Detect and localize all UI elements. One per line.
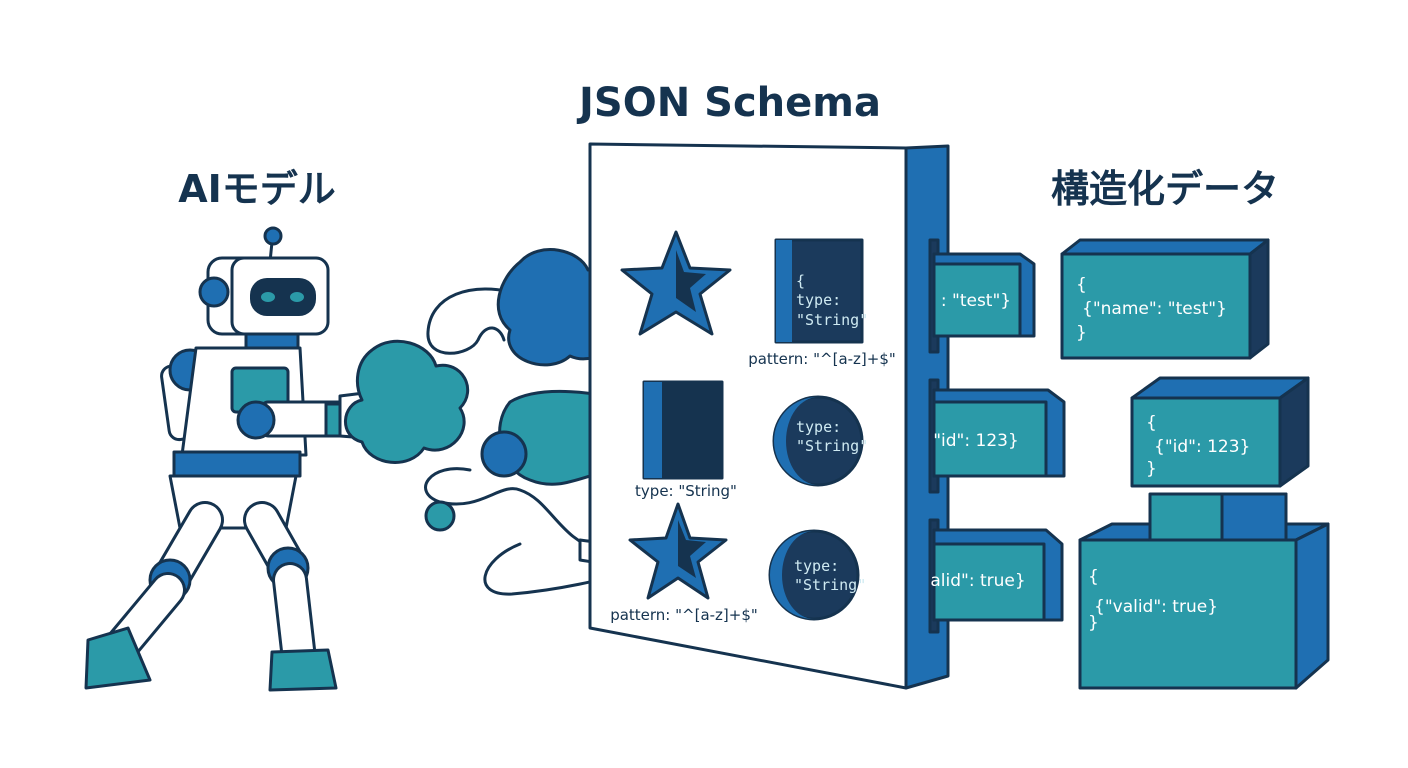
schema-circle-line: type: [796, 418, 841, 436]
schema-circle-line: type: [794, 557, 839, 575]
output-tabs: : "test"} "id": 123} alid": true} [928, 238, 1066, 634]
data-block: { {"id": 123} } [1130, 376, 1310, 488]
data-block-line: {"id": 123} [1154, 437, 1250, 457]
data-block-line: {"name": "test"} [1082, 299, 1227, 319]
schema-code-line: { [796, 272, 805, 290]
pattern-label-bottom: pattern: "^[a-z]+$" [610, 606, 758, 624]
data-block-line: } [1088, 613, 1099, 633]
output-tab: : "test"} [928, 238, 1036, 354]
schema-code-line: type: [796, 291, 841, 309]
data-block-line: } [1146, 459, 1157, 479]
schema-circle-line: "String" [796, 437, 868, 455]
output-tab-text: alid": true} [930, 571, 1025, 591]
data-block: { {"valid": true} } [1078, 522, 1330, 690]
data-block-line: {"valid": true} [1094, 597, 1218, 617]
title-json-schema: JSON Schema [576, 80, 881, 126]
schema-circle-line: "String" [794, 576, 866, 594]
title-ai-model: AIモデル [178, 167, 336, 211]
data-block-line: { [1088, 567, 1099, 587]
output-tab-text: "id": 123} [933, 431, 1019, 451]
robot-figure [84, 226, 383, 692]
output-tab: alid": true} [928, 518, 1064, 634]
json-schema-panel: { type: "String" pattern: "^[a-z]+$" typ… [588, 142, 950, 690]
output-tab-text: : "test"} [941, 291, 1011, 311]
data-block-line: } [1076, 323, 1087, 343]
data-block-line: { [1146, 413, 1157, 433]
type-label: type: "String" [635, 482, 737, 500]
data-block-line: { [1076, 275, 1087, 295]
output-tab: "id": 123} [928, 378, 1066, 494]
data-block: { {"name": "test"} } [1060, 238, 1270, 360]
schema-code-line: "String" [796, 311, 868, 329]
structured-data-blocks: { {"name": "test"} } { {"valid": true} }… [1060, 238, 1330, 690]
title-structured-data: 構造化データ [1051, 167, 1279, 211]
pattern-label-top: pattern: "^[a-z]+$" [748, 350, 896, 368]
